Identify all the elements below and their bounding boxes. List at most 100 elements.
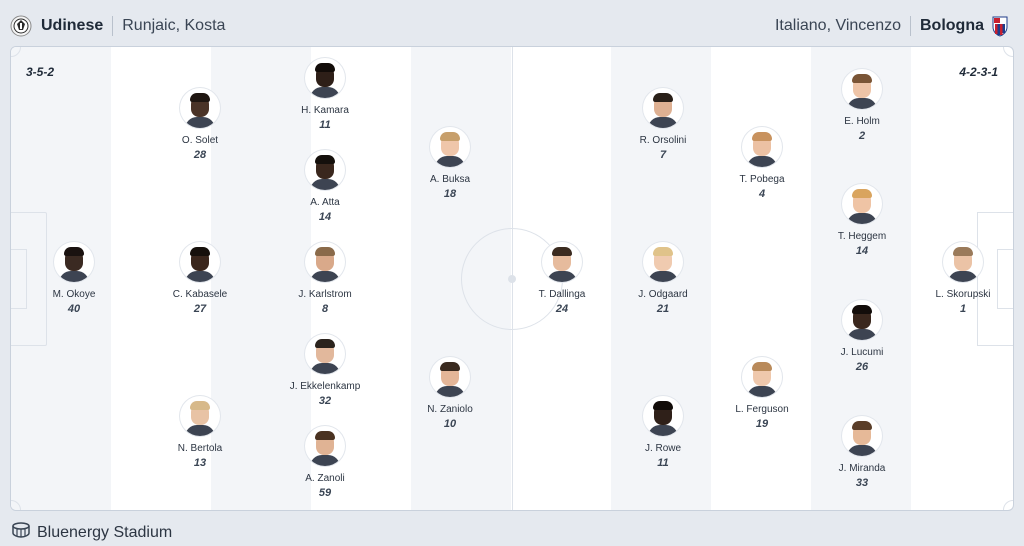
player-name[interactable]: L. Ferguson bbox=[735, 404, 789, 415]
away-player-1[interactable]: T. Dallinga 24 bbox=[502, 242, 622, 315]
player-name[interactable]: M. Okoye bbox=[52, 289, 96, 300]
player-avatar[interactable] bbox=[305, 150, 345, 190]
corner-arc bbox=[1003, 500, 1013, 510]
home-goal-box bbox=[11, 249, 27, 309]
player-avatar[interactable] bbox=[643, 396, 683, 436]
away-team-name[interactable]: Bologna bbox=[920, 17, 984, 34]
player-number: 26 bbox=[855, 361, 869, 373]
away-coach-name[interactable]: Italiano, Vincenzo bbox=[774, 17, 901, 34]
player-name[interactable]: J. Lucumi bbox=[840, 347, 884, 358]
player-name[interactable]: J. Miranda bbox=[838, 463, 886, 474]
player-name[interactable]: R. Orsolini bbox=[639, 135, 687, 146]
away-player-5[interactable]: T. Pobega 4 bbox=[702, 127, 822, 200]
away-player-4[interactable]: J. Rowe 11 bbox=[603, 396, 723, 469]
header-divider bbox=[910, 16, 911, 36]
player-number: 7 bbox=[659, 149, 667, 161]
player-number: 28 bbox=[193, 149, 207, 161]
home-coach-name[interactable]: Runjaic, Kosta bbox=[122, 17, 226, 34]
player-name[interactable]: H. Kamara bbox=[301, 105, 349, 116]
home-player-5[interactable]: H. Kamara 11 bbox=[265, 58, 385, 131]
player-avatar[interactable] bbox=[643, 88, 683, 128]
player-avatar[interactable] bbox=[180, 88, 220, 128]
home-player-9[interactable]: A. Zanoli 59 bbox=[265, 426, 385, 499]
player-avatar[interactable] bbox=[542, 242, 582, 282]
player-name[interactable]: A. Zanoli bbox=[305, 473, 345, 484]
away-player-8[interactable]: T. Heggem 14 bbox=[802, 184, 922, 257]
player-avatar[interactable] bbox=[943, 242, 983, 282]
home-team-header: Udinese Runjaic, Kosta bbox=[10, 14, 225, 38]
player-name[interactable]: T. Pobega bbox=[739, 174, 785, 185]
player-avatar[interactable] bbox=[643, 242, 683, 282]
player-number: 59 bbox=[318, 487, 332, 499]
bologna-crest-icon[interactable] bbox=[992, 15, 1014, 37]
player-name[interactable]: J. Ekkelenkamp bbox=[289, 381, 361, 392]
player-avatar[interactable] bbox=[842, 300, 882, 340]
player-avatar[interactable] bbox=[180, 396, 220, 436]
away-player-2[interactable]: R. Orsolini 7 bbox=[603, 88, 723, 161]
player-avatar[interactable] bbox=[305, 242, 345, 282]
player-avatar[interactable] bbox=[842, 416, 882, 456]
player-name[interactable]: C. Kabasele bbox=[172, 289, 228, 300]
player-avatar[interactable] bbox=[305, 426, 345, 466]
home-player-3[interactable]: C. Kabasele 27 bbox=[140, 242, 260, 315]
player-number: 24 bbox=[555, 303, 569, 315]
player-name[interactable]: T. Dallinga bbox=[538, 289, 586, 300]
header-divider bbox=[112, 16, 114, 36]
away-team-header: Italiano, Vincenzo Bologna bbox=[775, 14, 1014, 38]
player-number: 8 bbox=[321, 303, 329, 315]
player-number: 11 bbox=[319, 119, 331, 131]
player-number: 33 bbox=[855, 477, 869, 489]
player-name[interactable]: A. Atta bbox=[310, 197, 340, 208]
away-goal-box bbox=[997, 249, 1013, 309]
player-avatar[interactable] bbox=[742, 127, 782, 167]
player-avatar[interactable] bbox=[305, 58, 345, 98]
venue-name: Bluenergy Stadium bbox=[37, 523, 173, 541]
player-number: 11 bbox=[657, 457, 669, 469]
player-number: 19 bbox=[755, 418, 769, 430]
player-avatar[interactable] bbox=[430, 127, 470, 167]
player-name[interactable]: A. Buksa bbox=[429, 174, 471, 185]
player-name[interactable]: J. Karlstrom bbox=[298, 289, 352, 300]
home-player-2[interactable]: O. Solet 28 bbox=[140, 88, 260, 161]
player-name[interactable]: T. Heggem bbox=[837, 231, 887, 242]
away-player-6[interactable]: L. Ferguson 19 bbox=[702, 357, 822, 430]
player-avatar[interactable] bbox=[842, 69, 882, 109]
player-name[interactable]: N. Bertola bbox=[177, 443, 223, 454]
away-player-11[interactable]: L. Skorupski 1 bbox=[903, 242, 1013, 315]
home-player-7[interactable]: J. Karlstrom 8 bbox=[265, 242, 385, 315]
away-player-10[interactable]: J. Miranda 33 bbox=[802, 416, 922, 489]
player-number: 2 bbox=[858, 130, 866, 142]
player-avatar[interactable] bbox=[430, 357, 470, 397]
player-number: 27 bbox=[193, 303, 207, 315]
player-number: 18 bbox=[443, 188, 457, 200]
player-avatar[interactable] bbox=[842, 184, 882, 224]
player-name[interactable]: O. Solet bbox=[181, 135, 219, 146]
away-player-9[interactable]: J. Lucumi 26 bbox=[802, 300, 922, 373]
away-player-7[interactable]: E. Holm 2 bbox=[802, 69, 922, 142]
player-number: 14 bbox=[855, 245, 869, 257]
home-player-10[interactable]: A. Buksa 18 bbox=[390, 127, 510, 200]
player-name[interactable]: E. Holm bbox=[844, 116, 880, 127]
player-avatar[interactable] bbox=[180, 242, 220, 282]
player-name[interactable]: N. Zaniolo bbox=[427, 404, 473, 415]
home-penalty-box bbox=[11, 212, 47, 346]
player-number: 1 bbox=[959, 303, 967, 315]
player-number: 4 bbox=[758, 188, 766, 200]
center-spot bbox=[508, 275, 516, 283]
player-name[interactable]: J. Rowe bbox=[644, 443, 682, 454]
venue-info: Bluenergy Stadium bbox=[11, 520, 172, 545]
player-name[interactable]: L. Skorupski bbox=[935, 289, 991, 300]
player-name[interactable]: J. Odgaard bbox=[638, 289, 688, 300]
home-team-name[interactable]: Udinese bbox=[41, 17, 104, 34]
player-avatar[interactable] bbox=[305, 334, 345, 374]
player-avatar[interactable] bbox=[742, 357, 782, 397]
player-avatar[interactable] bbox=[54, 242, 94, 282]
udinese-crest-icon[interactable] bbox=[10, 15, 32, 37]
